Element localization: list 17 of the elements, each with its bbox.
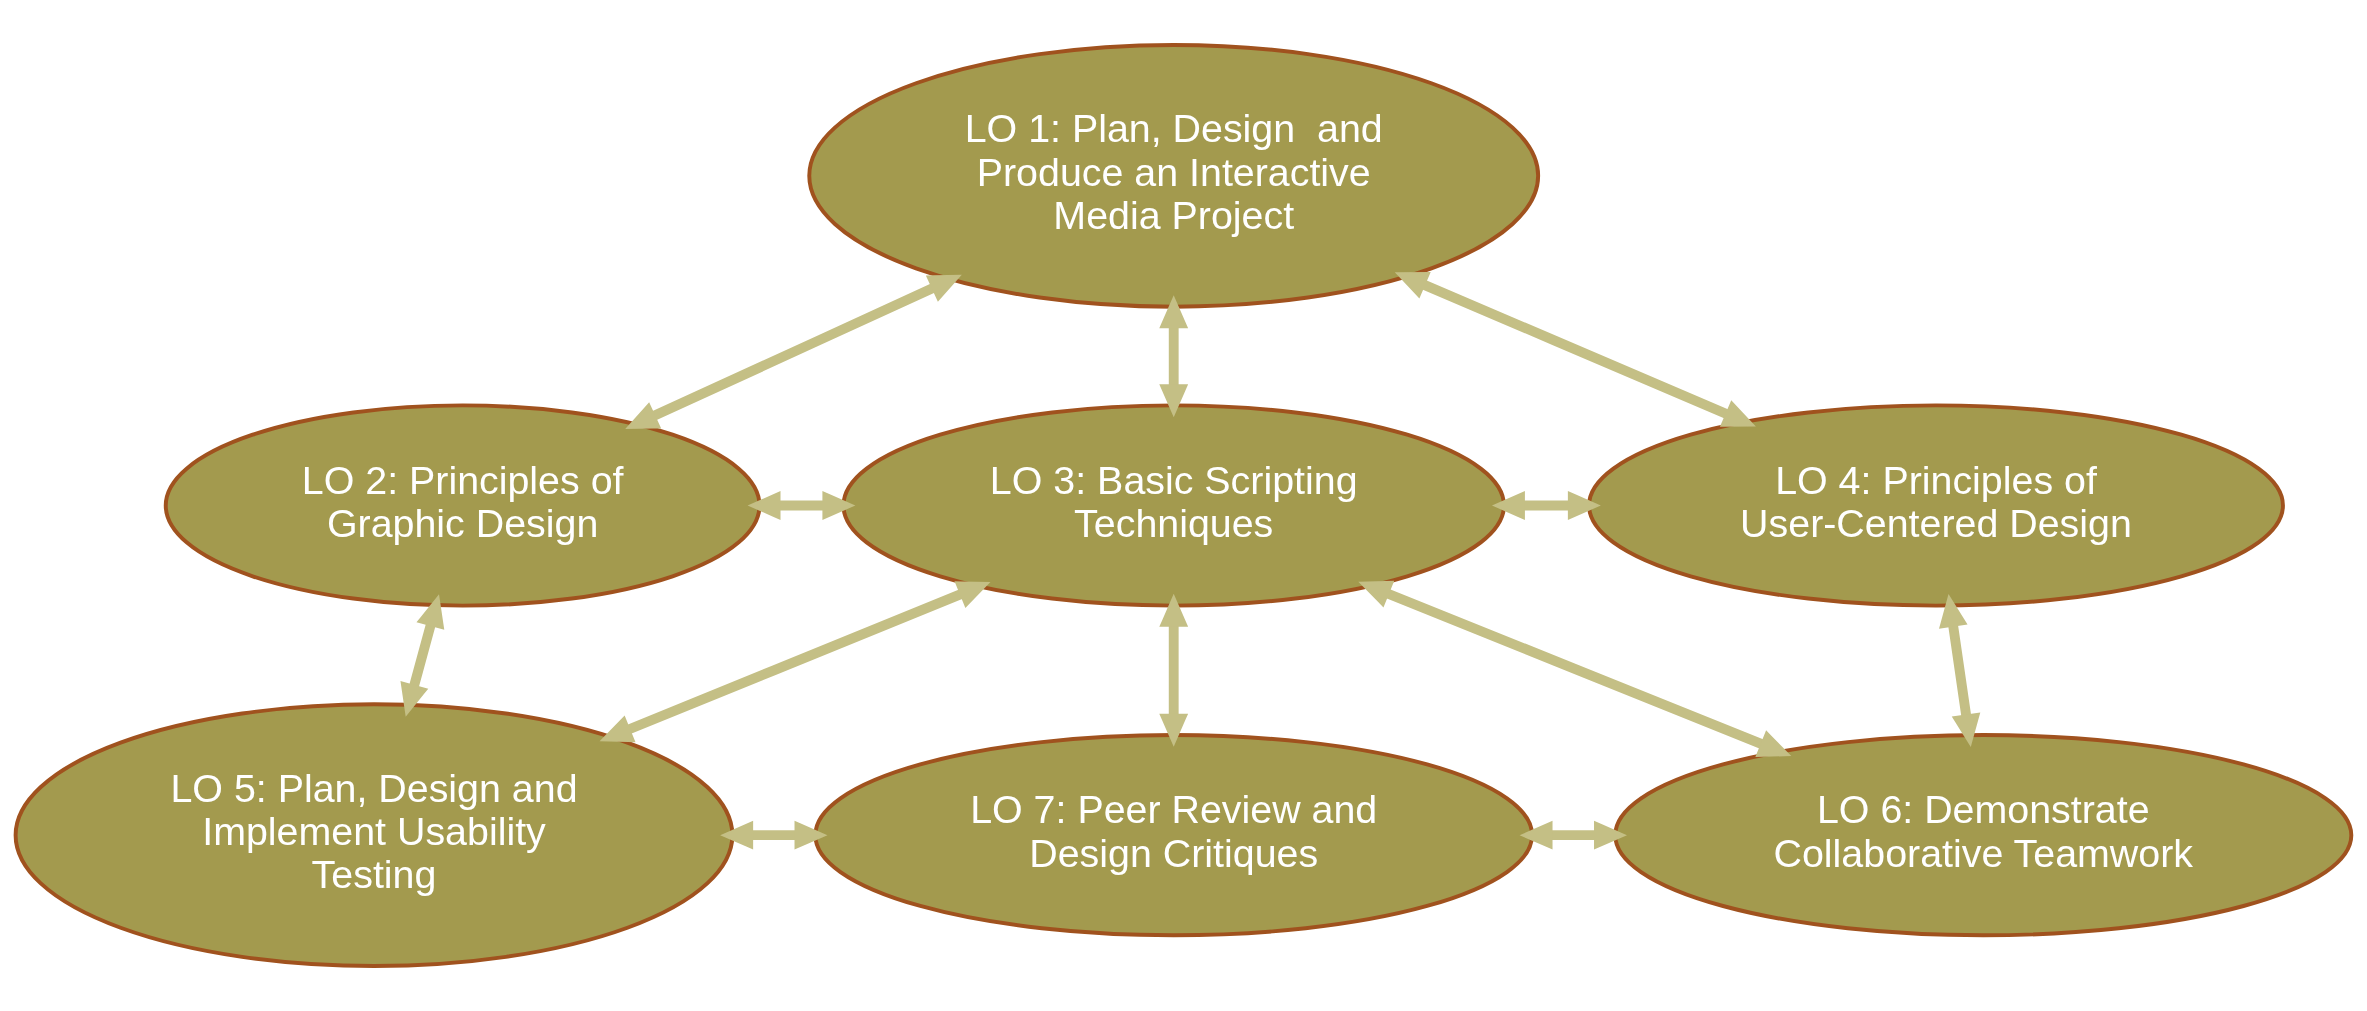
node-ellipse: LO 1: Plan, Design and Produce an Interactive Media Project	[807, 42, 1541, 309]
node-ellipse: LO 7: Peer Review and Design Critiques	[813, 733, 1535, 938]
arrow	[1394, 271, 1756, 427]
arrow	[625, 274, 962, 430]
arrow	[400, 594, 445, 717]
node-ellipse: LO 6: Demonstrate Collaborative Teamwork	[1613, 733, 2354, 938]
arrow	[1491, 491, 1601, 520]
arrow	[1358, 580, 1792, 758]
arrow	[1159, 593, 1189, 747]
node-ellipse: LO 5: Plan, Design and Implement Usability Testing	[13, 702, 735, 969]
arrow	[1159, 295, 1189, 418]
arrow	[599, 581, 991, 743]
arrow	[747, 491, 856, 520]
node-ellipse: LO 4: Principles of User-Centered Design	[1587, 403, 2285, 608]
arrow	[720, 820, 828, 850]
arrow	[1939, 593, 1981, 748]
arrow	[1519, 820, 1627, 850]
